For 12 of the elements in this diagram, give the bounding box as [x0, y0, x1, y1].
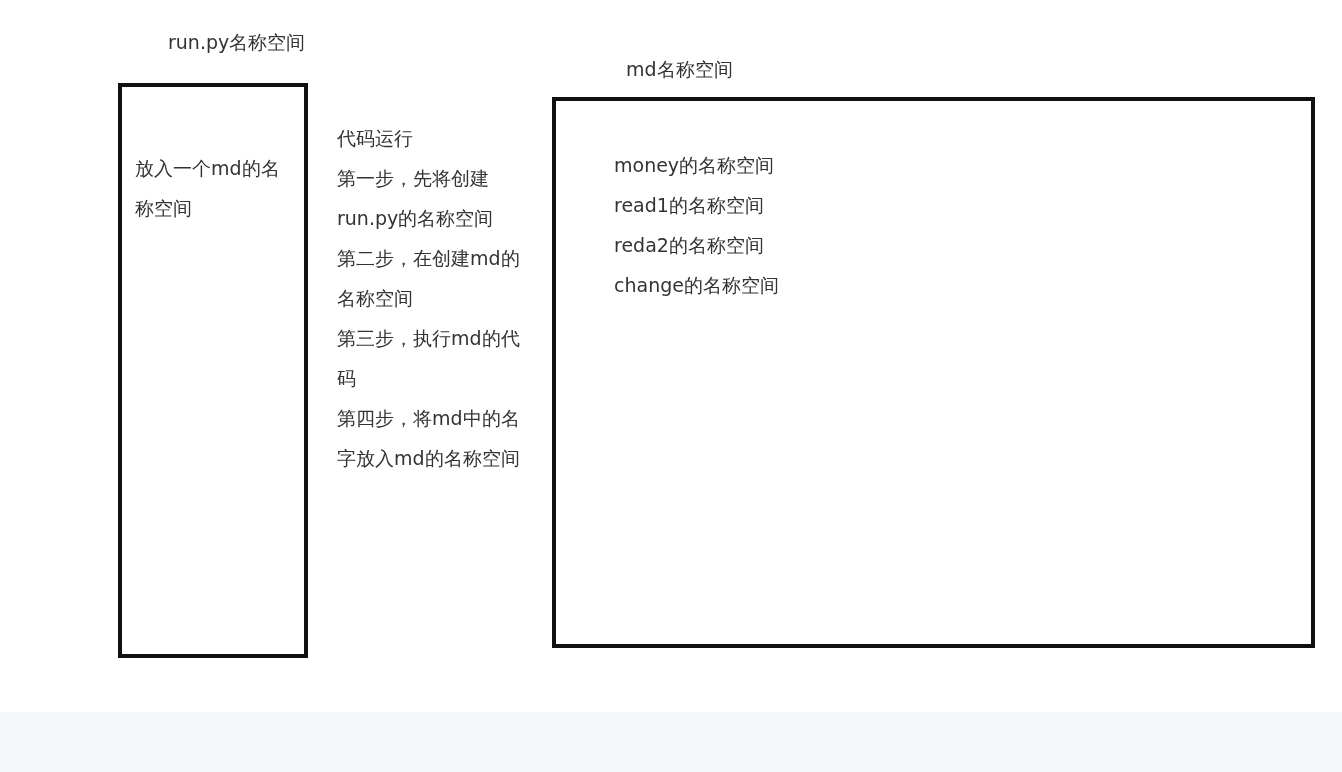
step-text: 代码运行 [337, 126, 414, 151]
step-text: 第三步，执行md的代码 [337, 326, 521, 391]
namespace-entry: money的名称空间 [614, 153, 776, 178]
step-text: 第一步，先将创建run.py的名称空间 [337, 166, 495, 231]
namespace-title: run.py名称空间 [168, 30, 306, 55]
step-text: 第二步，在创建md的名称空间 [337, 246, 521, 311]
namespace-entry: change的名称空间 [614, 273, 780, 298]
namespace-entry: 放入一个md的名称空间 [135, 156, 281, 221]
namespace-entry: reda2的名称空间 [614, 233, 765, 258]
step-text: 第四步，将md中的名字放入md的名称空间 [337, 406, 521, 471]
namespace-entry: read1的名称空间 [614, 193, 765, 218]
namespace-title: md名称空间 [626, 57, 733, 82]
